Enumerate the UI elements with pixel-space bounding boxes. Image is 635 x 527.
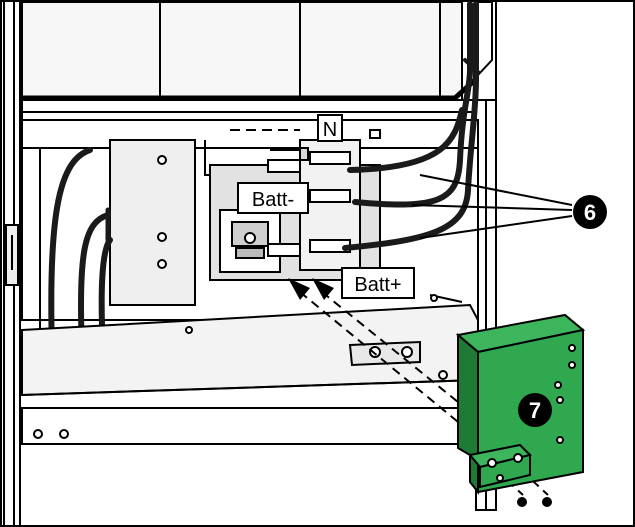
- label-batt-plus-text: Batt+: [354, 274, 401, 296]
- label-neutral: N: [317, 114, 343, 142]
- upper-panel: [21, 1, 493, 121]
- base-mounting-tab: [348, 340, 421, 367]
- base-shelf: [21, 294, 479, 445]
- label-batt-plus: Batt+: [341, 267, 415, 299]
- label-neutral-text: N: [323, 119, 337, 141]
- mounting-plate: [109, 139, 210, 306]
- callout-6: 6: [573, 195, 607, 229]
- callout-6-leaders: [411, 174, 573, 239]
- callout-7: 7: [518, 393, 552, 427]
- callout-6-text: 6: [584, 200, 596, 225]
- label-batt-minus-text: Batt-: [252, 189, 294, 211]
- cables: [48, 1, 480, 353]
- insertion-arrows: [288, 278, 334, 300]
- label-batt-minus: Batt-: [237, 182, 309, 214]
- callout-7-text: 7: [529, 398, 541, 423]
- cabinet-left-wall: [3, 2, 21, 525]
- screws: [517, 497, 552, 507]
